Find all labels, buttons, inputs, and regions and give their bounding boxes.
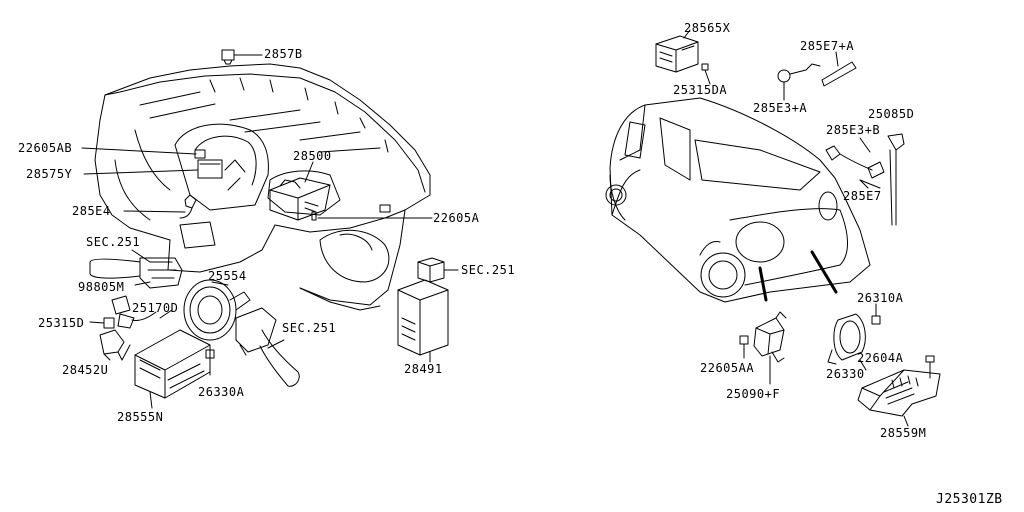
label-25315da: 25315DA (673, 83, 728, 97)
label-22605ab: 22605AB (18, 141, 73, 155)
part-25554 (183, 279, 251, 341)
part-25170d-25315d (89, 295, 173, 329)
part-sec251-relay (417, 257, 459, 283)
label-285e7: 285E7 (843, 189, 882, 203)
part-26330a (205, 349, 215, 376)
label-285e3a: 285E3+A (753, 101, 808, 115)
instrument-panel (94, 63, 431, 311)
label-25085d: 25085D (868, 107, 915, 121)
part-28559m (857, 369, 941, 427)
part-22604a (925, 355, 935, 379)
label-25090f: 25090+F (726, 387, 781, 401)
label-25554: 25554 (208, 269, 247, 283)
label-28575y: 28575Y (26, 167, 73, 181)
car-body (605, 97, 871, 303)
label-98805m: 98805M (78, 280, 125, 294)
label-sec251-b: SEC.251 (282, 321, 337, 335)
label-28452u: 28452U (62, 363, 109, 377)
label-28491: 28491 (404, 362, 443, 376)
label-22604a: 22604A (857, 351, 904, 365)
part-285e7a-285e3a (777, 51, 857, 101)
label-26330a: 26330A (198, 385, 245, 399)
part-285e3b-25085d-285e7 (825, 133, 905, 226)
label-2857b: 2857B (264, 47, 303, 61)
diagram-code: J25301ZB (936, 492, 1003, 507)
part-25090f (739, 311, 787, 385)
part-horn (827, 303, 881, 371)
label-28500: 28500 (293, 149, 332, 163)
label-sec251-a: SEC.251 (86, 235, 141, 249)
label-25315d: 25315D (38, 316, 85, 330)
part-sec251-left (89, 249, 183, 289)
part-22605ab-28575y (81, 147, 223, 179)
label-22605a: 22605A (433, 211, 480, 225)
part-28565x (655, 29, 711, 85)
label-28565x: 28565X (684, 21, 731, 35)
label-285e3b: 285E3+B (826, 123, 881, 137)
label-28555n: 28555N (117, 410, 164, 424)
part-2857b (221, 49, 263, 65)
part-285e4 (123, 194, 197, 219)
part-28500 (269, 161, 433, 221)
part-sec251-centre (235, 307, 300, 387)
label-285e7a: 285E7+A (800, 39, 855, 53)
label-28559m: 28559M (880, 426, 927, 440)
label-25170d: 25170D (132, 301, 179, 315)
label-285e4: 285E4 (72, 204, 111, 218)
label-26310a: 26310A (857, 291, 904, 305)
part-28452u (99, 329, 131, 361)
label-sec251-c: SEC.251 (461, 263, 516, 277)
label-22605aa: 22605AA (700, 361, 755, 375)
label-26330: 26330 (826, 367, 865, 381)
part-28491 (397, 279, 449, 363)
